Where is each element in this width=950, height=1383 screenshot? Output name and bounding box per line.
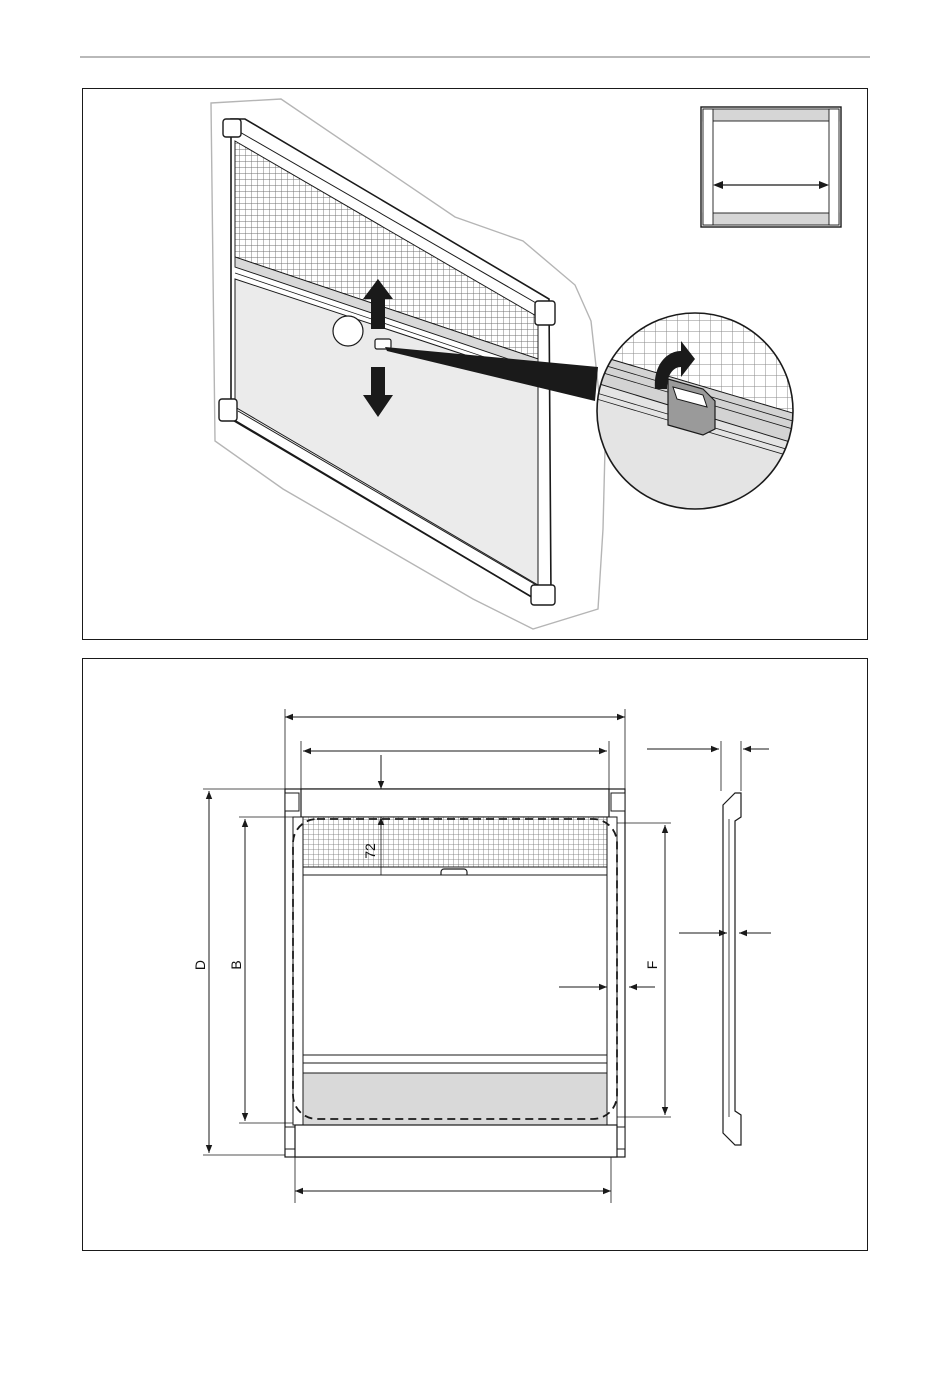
clip-top-left — [285, 793, 299, 811]
side-profile — [723, 793, 741, 1145]
header-bar — [301, 789, 609, 817]
dimension-drawing: 72 D B F — [83, 659, 869, 1252]
corner-cap-top-right — [535, 301, 555, 325]
dimension-label-b: B — [228, 960, 244, 969]
header-rule — [80, 56, 870, 58]
blind-upper — [303, 875, 607, 1055]
dimension-drawing-panel: 72 D B F — [82, 658, 868, 1251]
callout-circle — [333, 316, 363, 346]
installation-illustration-panel — [82, 88, 868, 640]
dimension-label-d: D — [192, 960, 208, 970]
mesh-area — [303, 817, 607, 867]
width-inset — [701, 107, 841, 227]
bottom-bar — [295, 1125, 617, 1157]
installation-illustration — [83, 89, 869, 641]
corner-cap-bottom-left — [219, 399, 237, 421]
corner-cap-bottom-right — [531, 585, 555, 605]
offset-label: 72 — [362, 843, 378, 859]
clip-top-right — [611, 793, 625, 811]
zoom-detail — [583, 299, 813, 529]
blind-rail — [303, 1055, 607, 1063]
dimension-label-f: F — [644, 961, 660, 970]
blind-lower — [303, 1073, 607, 1125]
corner-cap-top-left — [223, 119, 241, 137]
side-rail-right — [607, 817, 617, 1125]
side-rail-left — [293, 817, 303, 1125]
